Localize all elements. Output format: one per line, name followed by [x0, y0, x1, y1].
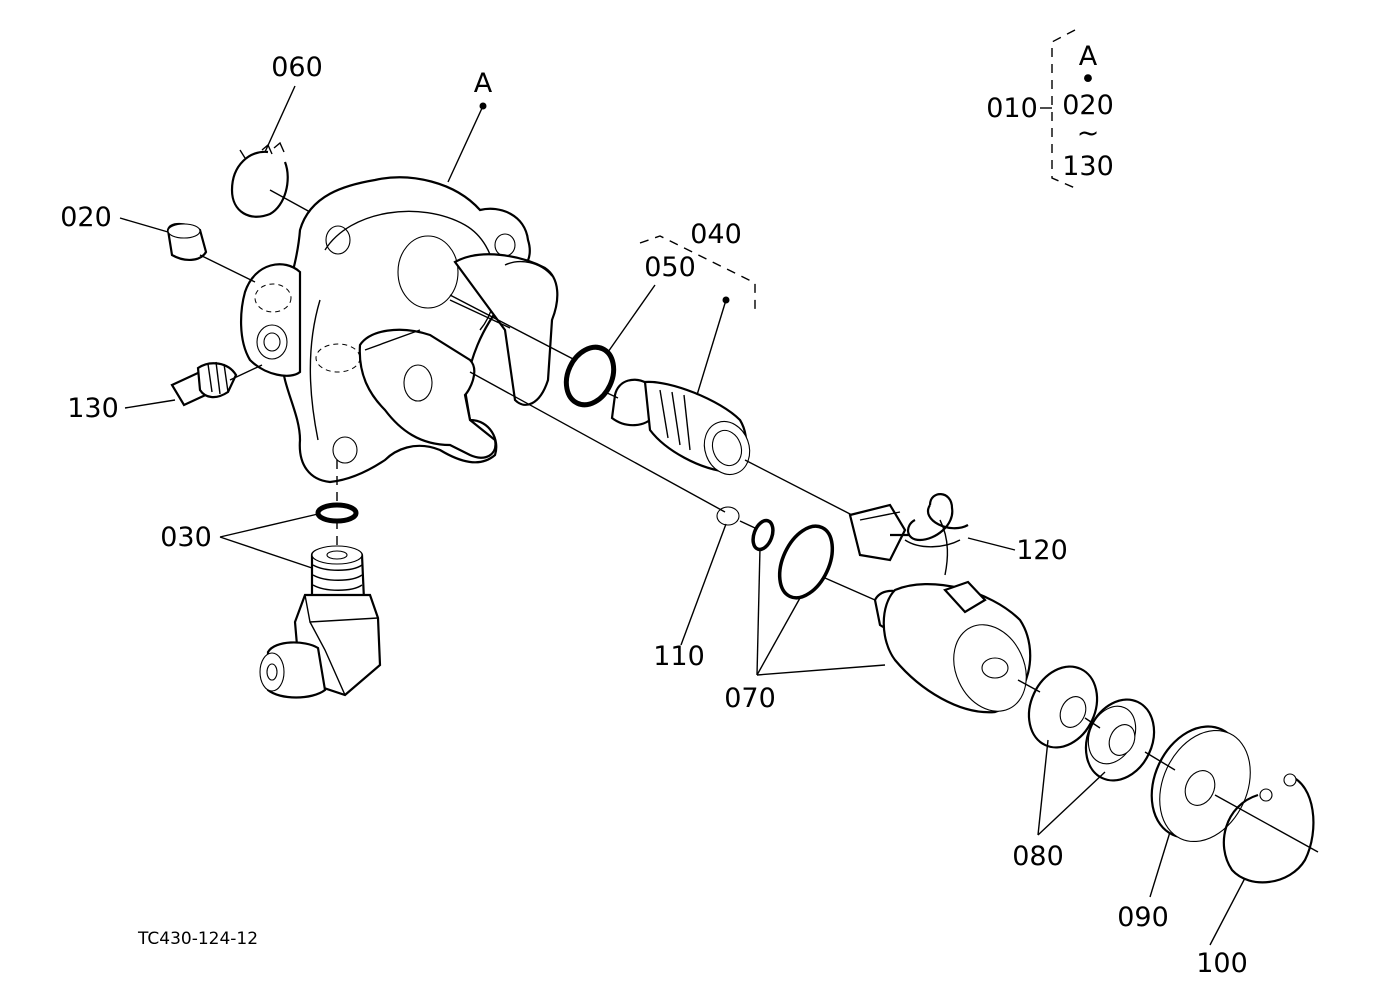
leader-lines [119, 85, 1246, 946]
cartridge-040 [610, 296, 751, 476]
legend-top-ref: A [1079, 41, 1098, 72]
callout-120: 120 [1016, 535, 1068, 566]
callout-020: 020 [60, 202, 112, 233]
legend-dot: • [1080, 64, 1096, 95]
callout-090: 090 [1117, 902, 1169, 933]
callout-130: 130 [67, 393, 119, 424]
plug-020 [166, 222, 208, 261]
cap-090 [1150, 725, 1251, 843]
legend-range-end: 130 [1062, 151, 1114, 182]
callout-060: 060 [271, 52, 323, 83]
figure-code: TC430-124-12 [137, 929, 258, 949]
callout-080: 080 [1012, 841, 1064, 872]
callout-030: 030 [160, 522, 212, 553]
legend-assembly-number: 010 [986, 93, 1038, 124]
callout-070: 070 [724, 683, 776, 714]
valve-body [239, 102, 559, 484]
assembly-legend: 010 A • 020 ~ 130 [986, 29, 1114, 189]
washer-080-a [1027, 665, 1099, 749]
snap-ring-060 [230, 141, 289, 218]
callout-040: 040 [690, 219, 742, 250]
oring-070-large [777, 524, 835, 600]
callout-110: 110 [653, 641, 705, 672]
snap-ring-100 [1222, 773, 1315, 884]
oring-070-small [751, 518, 775, 552]
elbow-fitting-030 [259, 545, 382, 699]
connector-120 [848, 493, 969, 562]
oring-050 [563, 344, 617, 408]
callout-050: 050 [644, 252, 696, 283]
solenoid-coil-070 [873, 519, 1032, 714]
callout-100: 100 [1196, 948, 1248, 979]
plug-130 [170, 361, 238, 407]
callout-ref-a: A [474, 68, 493, 99]
legend-range-start: 020 [1062, 90, 1114, 121]
oring-030 [315, 502, 359, 524]
legend-tilde: ~ [1077, 118, 1100, 149]
washer-080-b [1084, 698, 1156, 782]
axis-lines [199, 189, 1319, 853]
disc-110 [716, 506, 740, 526]
